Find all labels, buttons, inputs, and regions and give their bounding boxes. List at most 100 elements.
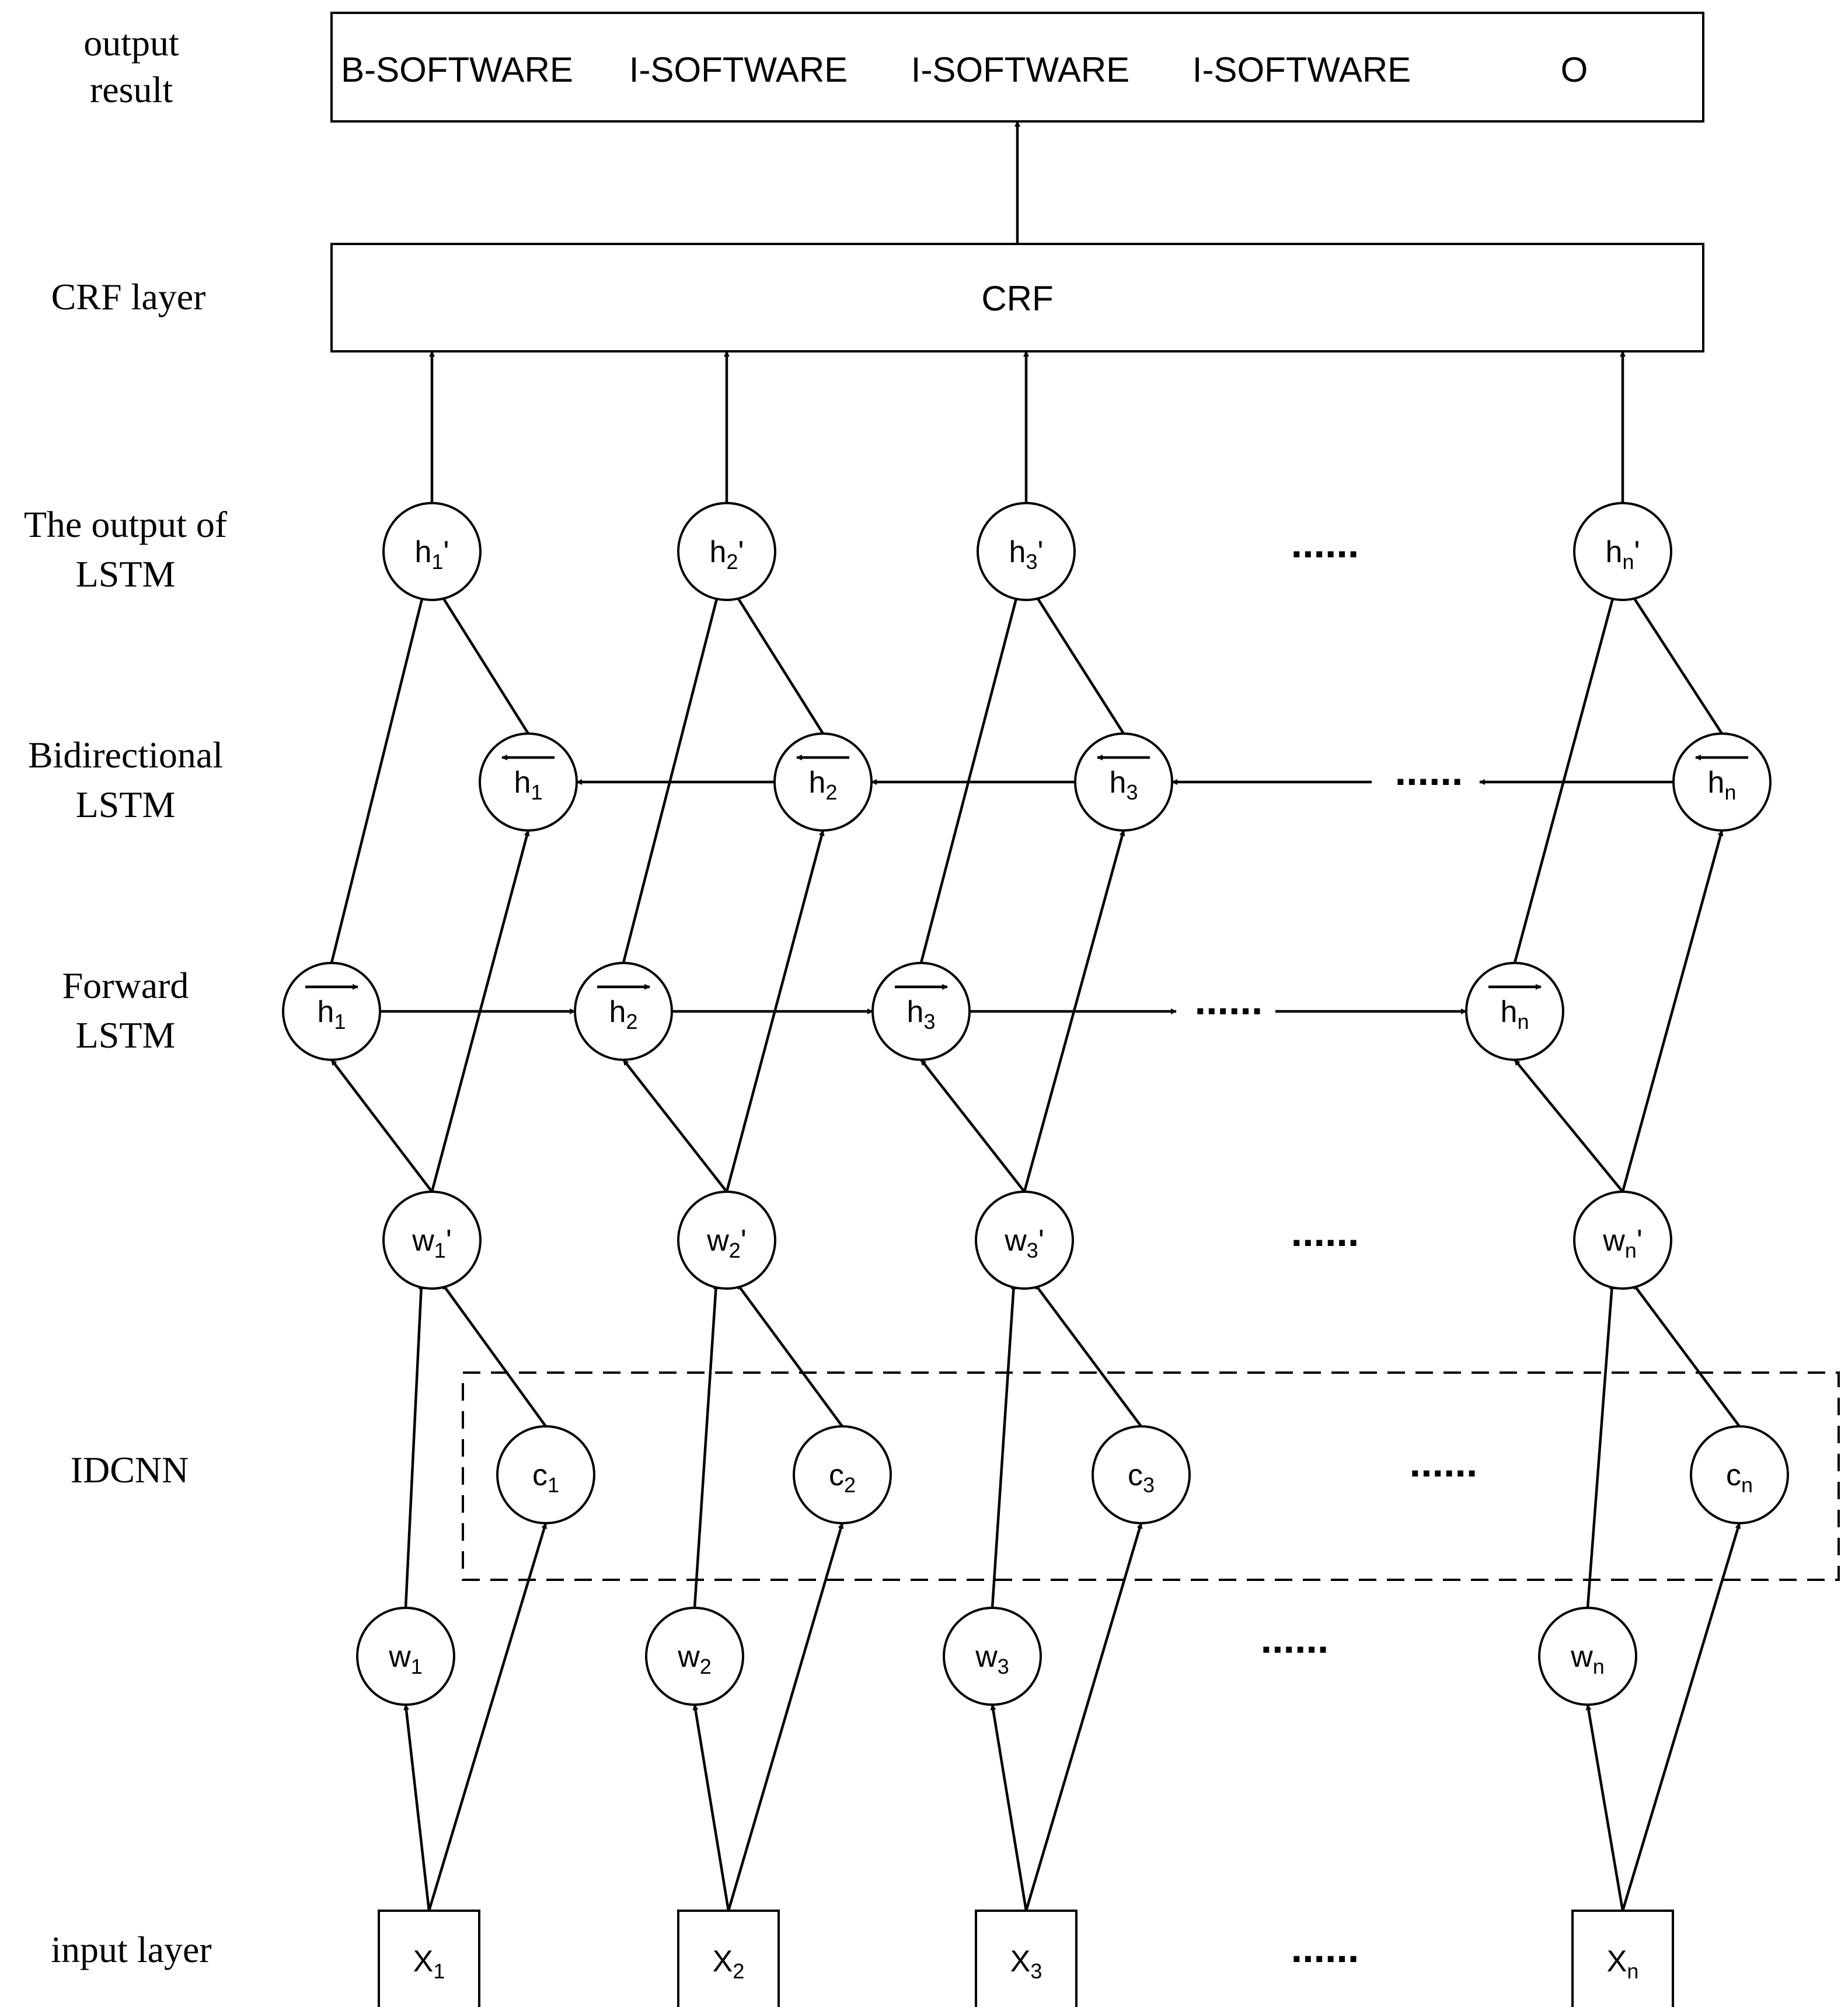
node-backward-h4: hn bbox=[1672, 732, 1772, 832]
node-c3: c3 bbox=[1092, 1425, 1191, 1524]
input-node-x3-box bbox=[975, 1910, 1078, 2007]
output-tag-4: I-SOFTWARE bbox=[1193, 50, 1411, 89]
node-backward-h1: h1 bbox=[479, 732, 578, 832]
edge-hf1-to-hp1 bbox=[330, 594, 425, 964]
output-tag-2: I-SOFTWARE bbox=[629, 50, 848, 89]
edge-c2-to-wp2 bbox=[736, 1283, 843, 1427]
node-forward-h4-subscript: n bbox=[1517, 1010, 1529, 1034]
node-w2: w2 bbox=[645, 1607, 744, 1706]
node-forward-h3-label: h3 bbox=[907, 995, 936, 1034]
node-w1-main: w bbox=[388, 1640, 411, 1674]
edge-x3-to-c3 bbox=[1024, 1523, 1143, 1911]
node-h-prime3-prime: ' bbox=[1038, 535, 1044, 569]
edge-w4-to-wp4 bbox=[1586, 1283, 1615, 1608]
edge-w1-to-wp1 bbox=[404, 1283, 424, 1608]
node-w-prime2: w2' bbox=[677, 1191, 776, 1290]
node-forward-h1: h1 bbox=[282, 962, 381, 1061]
node-w4: wn bbox=[1538, 1607, 1637, 1706]
ellipsis-w: ...... bbox=[1261, 1616, 1329, 1662]
node-h-prime3: h3' bbox=[977, 502, 1076, 601]
node-c1-main: c bbox=[532, 1458, 548, 1492]
edge-c3-to-wp3 bbox=[1034, 1283, 1142, 1427]
node-backward-h4-subscript: n bbox=[1724, 780, 1736, 804]
edge-wp4-to-hb4 bbox=[1621, 830, 1724, 1192]
edge-x4-to-w4 bbox=[1585, 1704, 1624, 1911]
edge-x4-to-c4 bbox=[1621, 1523, 1741, 1911]
label-output-result-line1: output bbox=[83, 22, 179, 64]
node-backward-h1-label: h1 bbox=[514, 766, 543, 804]
edge-wp4-to-hf4 bbox=[1514, 1059, 1624, 1193]
node-forward-h2-main: h bbox=[609, 995, 626, 1029]
node-w-prime3-label: w3' bbox=[1004, 1224, 1044, 1262]
node-h-prime1-main: h bbox=[415, 535, 432, 569]
label-input-layer: input layer bbox=[51, 1929, 211, 1970]
node-c4-label: cn bbox=[1726, 1458, 1753, 1497]
node-w3: w3 bbox=[943, 1607, 1042, 1706]
node-w-prime2-subscript: 2 bbox=[729, 1238, 741, 1262]
node-w-prime2-label: w2' bbox=[706, 1224, 747, 1262]
node-w4-main: w bbox=[1570, 1640, 1593, 1674]
edge-x3-to-w3 bbox=[990, 1704, 1028, 1911]
edge-hb1-to-hp1 bbox=[440, 593, 529, 735]
node-w4-circle bbox=[1538, 1607, 1637, 1706]
ellipsis-input: ...... bbox=[1291, 1925, 1359, 1971]
input-node-x2-subscript: 2 bbox=[733, 1959, 744, 1983]
node-w-prime4-subscript: n bbox=[1625, 1238, 1637, 1262]
node-c2-circle bbox=[793, 1425, 892, 1524]
node-h-prime1-label: h1' bbox=[415, 535, 449, 574]
edge-hf4-to-hp4 bbox=[1513, 594, 1616, 964]
node-h-prime4-main: h bbox=[1606, 535, 1623, 569]
node-w1-subscript: 1 bbox=[411, 1655, 423, 1678]
crf-box: CRF bbox=[330, 243, 1704, 352]
label-lstm-output-line2: LSTM bbox=[76, 553, 176, 595]
node-h-prime3-subscript: 3 bbox=[1026, 550, 1037, 574]
node-backward-h2-label: h2 bbox=[809, 766, 838, 804]
node-forward-h2: h2 bbox=[574, 962, 673, 1061]
node-w-prime4-circle bbox=[1573, 1191, 1672, 1290]
node-c2-main: c bbox=[829, 1458, 844, 1492]
label-bidirectional-line2: LSTM bbox=[76, 784, 176, 825]
node-forward-h4: hn bbox=[1465, 962, 1564, 1061]
input-node-x4-label: Xn bbox=[1607, 1945, 1639, 1983]
node-w3-label: w3 bbox=[975, 1640, 1009, 1678]
node-w2-subscript: 2 bbox=[700, 1655, 712, 1678]
edge-x2-to-c2 bbox=[727, 1523, 844, 1911]
label-forward-line1: Forward bbox=[62, 965, 189, 1006]
edge-hf3-to-hp3 bbox=[919, 594, 1019, 964]
input-node-x4-subscript: n bbox=[1627, 1959, 1638, 1983]
label-forward-line2: LSTM bbox=[76, 1014, 176, 1056]
node-c2-subscript: 2 bbox=[844, 1473, 856, 1497]
node-h-prime4-label: hn' bbox=[1606, 535, 1640, 574]
edge-hb2-to-hp2 bbox=[734, 593, 824, 735]
node-w-prime3-prime: ' bbox=[1038, 1224, 1044, 1258]
node-w3-main: w bbox=[975, 1640, 998, 1674]
node-forward-h1-label: h1 bbox=[318, 995, 346, 1034]
ellipsis-lstm-output: ...... bbox=[1291, 521, 1359, 566]
output-tag-5: O bbox=[1561, 50, 1588, 89]
node-h-prime1-prime: ' bbox=[444, 535, 449, 569]
node-w2-label: w2 bbox=[677, 1640, 712, 1678]
node-c4-circle bbox=[1690, 1425, 1789, 1524]
edge-x2-to-w2 bbox=[692, 1704, 730, 1911]
node-backward-h1-main: h bbox=[514, 766, 531, 800]
ellipses: ...... ...... ...... ...... ...... .....… bbox=[1195, 521, 1478, 1971]
node-w-prime1-main: w bbox=[412, 1224, 434, 1258]
node-c1: c1 bbox=[496, 1425, 595, 1524]
input-node-x2: X2 bbox=[677, 1910, 780, 2007]
edge-c4-to-wp4 bbox=[1632, 1283, 1741, 1427]
node-w-prime4-label: wn' bbox=[1602, 1224, 1643, 1262]
node-c1-subscript: 1 bbox=[548, 1473, 559, 1497]
node-forward-h1-subscript: 1 bbox=[334, 1010, 346, 1034]
edge-hb3-to-hp3 bbox=[1034, 593, 1125, 735]
ellipsis-bidirectional: ...... bbox=[1395, 748, 1463, 794]
node-forward-h4-main: h bbox=[1501, 995, 1518, 1029]
row-labels: output result CRF layer The output of LS… bbox=[24, 22, 228, 1970]
node-c2-label: c2 bbox=[829, 1458, 856, 1497]
node-w-prime1-circle bbox=[382, 1191, 482, 1290]
node-h-prime4-prime: ' bbox=[1634, 535, 1640, 569]
edge-hb4-to-hp4 bbox=[1630, 593, 1723, 735]
node-w-prime1-subscript: 1 bbox=[434, 1238, 446, 1262]
node-backward-h3: h3 bbox=[1074, 732, 1173, 832]
input-node-x3-label: X3 bbox=[1010, 1945, 1042, 1983]
